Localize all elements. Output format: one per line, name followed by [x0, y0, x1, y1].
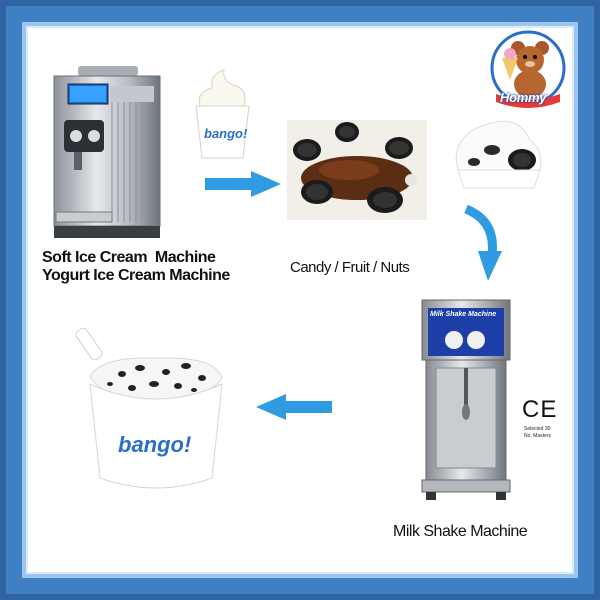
milk-shake-machine-label: Milk Shake Machine [430, 311, 497, 318]
arrow-left-icon [256, 394, 332, 420]
logo-text: Hommy [500, 90, 547, 105]
curved-arrow-down-icon [462, 205, 502, 283]
ce-note-line2: No. Masters [524, 433, 551, 439]
milk-shake-machine-caption: Milk Shake Machine [393, 523, 528, 540]
soft-ice-cream-caption-line1: Soft Ice Cream Machine [42, 249, 216, 266]
large-bango-cup-image [70, 327, 240, 498]
oreo-dessert-image [448, 110, 548, 190]
soft-ice-cream-caption-line2: Yogurt Ice Cream Machine [42, 267, 230, 284]
small-cup-brand: bango! [204, 126, 248, 141]
hommy-logo [488, 28, 568, 114]
ce-mark: CE [522, 396, 558, 423]
soft-serve-cup-image [190, 62, 255, 162]
milk-shake-machine-image [420, 298, 512, 502]
candy-fruit-nuts-caption: Candy / Fruit / Nuts [290, 259, 410, 276]
inner-frame [22, 22, 578, 578]
soft-ice-cream-machine-image [50, 62, 165, 247]
ce-note-line1: Selected 30 [524, 426, 551, 432]
arrow-right-icon [205, 171, 281, 197]
candy-fruit-nuts-image [287, 120, 427, 220]
large-cup-brand: bango! [118, 432, 192, 457]
